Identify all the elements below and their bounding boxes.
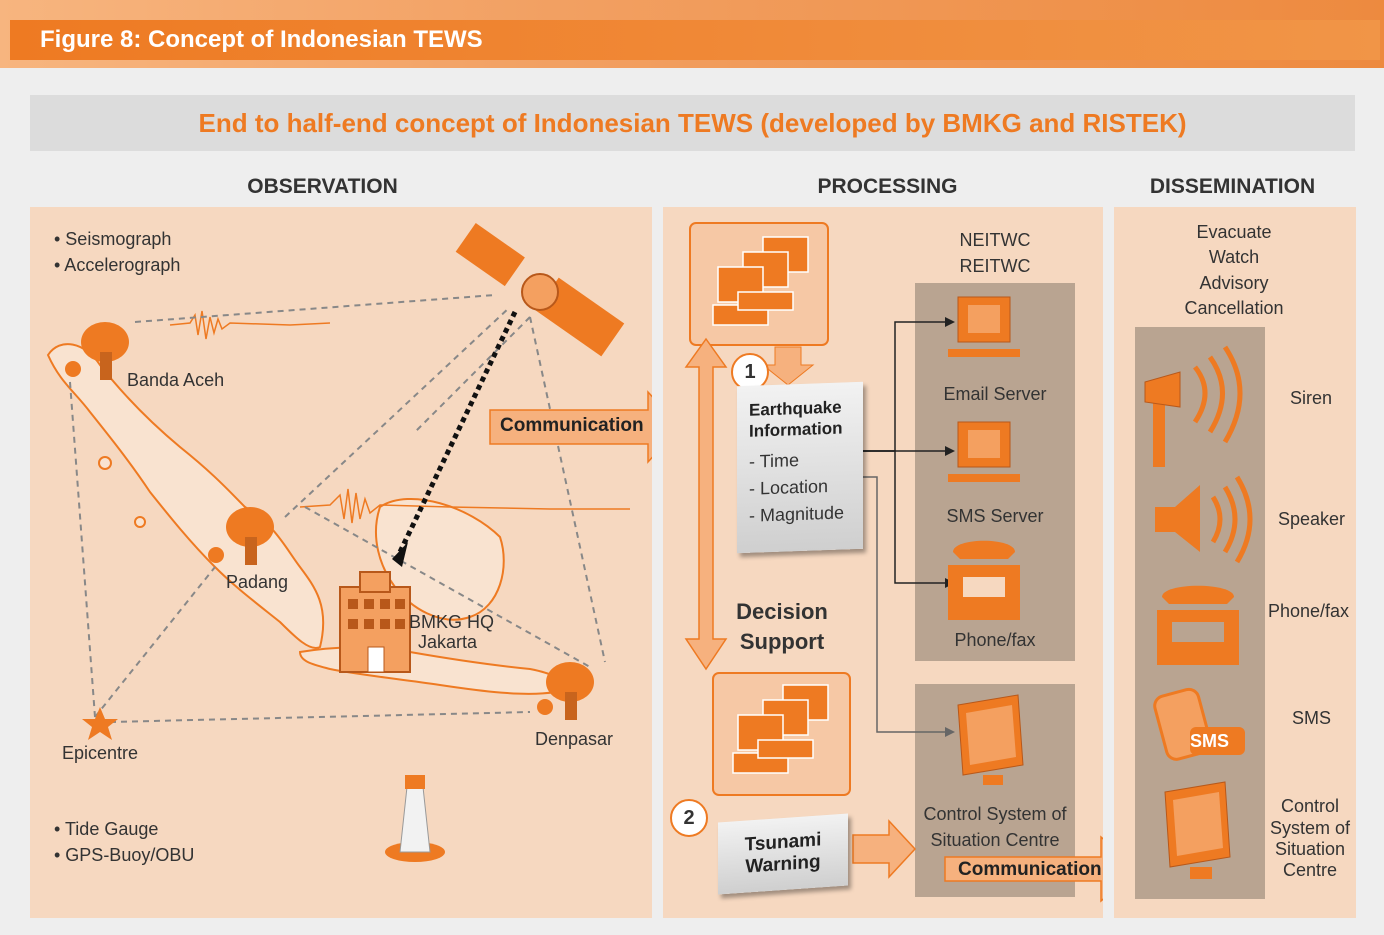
phone-fax-icon — [948, 540, 1020, 620]
epicentre-star-icon — [82, 707, 118, 740]
communication-arrow-observation — [489, 390, 652, 464]
station-jakarta: Jakarta — [418, 632, 478, 652]
seismic-wave-top — [169, 310, 331, 340]
level-watch: Watch — [1208, 247, 1260, 267]
eq-item-location: - Location — [749, 476, 829, 499]
dissemination-icons — [1144, 345, 1253, 879]
sms-phone-icon — [1153, 687, 1245, 761]
earthquake-info-card: Earthquake Information - Time - Location… — [737, 381, 863, 554]
communication-label-observation: Communication — [500, 415, 644, 436]
channel-control-1: Control — [1280, 796, 1340, 816]
control-label-2: Situation Centre — [930, 830, 1060, 850]
level-cancellation: Cancellation — [1184, 298, 1284, 318]
satellite-icon — [455, 223, 625, 357]
eq-item-time: - Time — [749, 450, 800, 472]
station-padang: Padang — [226, 572, 289, 592]
eq-item-magnitude: - Magnitude — [749, 502, 845, 526]
email-server-icon — [948, 296, 1020, 357]
level-advisory: Advisory — [1199, 273, 1269, 293]
station-banda-aceh: Banda Aceh — [127, 370, 225, 390]
sms-server-label: SMS Server — [946, 506, 1044, 526]
channel-control-2: System of — [1269, 818, 1351, 838]
decision-label-2: Support — [739, 629, 825, 654]
email-server-label: Email Server — [943, 384, 1047, 404]
decision-double-arrow — [684, 337, 728, 671]
processing-graphics — [684, 222, 1103, 903]
control-monitor-dissemination-icon — [1164, 781, 1231, 879]
phone-fax-label: Phone/fax — [954, 630, 1036, 650]
channel-speaker: Speaker — [1278, 509, 1346, 529]
centre-reitwc: REITWC — [959, 256, 1031, 276]
siren-icon — [1144, 345, 1243, 467]
satellite-dish-icon-denpasar — [546, 662, 594, 720]
buoy-icon — [385, 775, 445, 862]
diagram-subtitle: End to half-end concept of Indonesian TE… — [30, 95, 1355, 151]
sensor-gps-buoy: • GPS-Buoy/OBU — [54, 845, 195, 865]
observation-panel — [30, 207, 652, 918]
channel-phone-fax: Phone/fax — [1268, 601, 1350, 621]
tsunami-warning-card: Tsunami Warning — [718, 813, 848, 895]
sensor-accelerograph: • Accelerograph — [54, 255, 181, 275]
station-bmkg-hq: BMKG HQ — [409, 612, 495, 632]
control-monitor-icon — [957, 694, 1024, 785]
section-processing: PROCESSING — [817, 175, 958, 198]
control-label-1: Control System of — [923, 804, 1067, 824]
speaker-icon — [1155, 475, 1253, 564]
eq-title-2: Information — [749, 418, 843, 441]
java-island — [298, 646, 560, 695]
channel-sms: SMS — [1292, 708, 1332, 728]
sensor-seismograph: • Seismograph — [54, 229, 172, 249]
section-dissemination: DISSEMINATION — [1149, 175, 1316, 198]
channel-control-3: Situation — [1274, 839, 1346, 859]
seismic-wave-mid — [299, 488, 630, 524]
observation-map — [46, 223, 652, 862]
sms-badge: SMS — [1190, 731, 1230, 751]
bmkg-hq-building-icon — [339, 571, 411, 673]
phone-fax-dissemination-icon — [1157, 585, 1239, 665]
station-denpasar: Denpasar — [535, 729, 614, 749]
decision-label-1: Decision — [736, 599, 828, 624]
step-2-badge: 2 — [670, 799, 708, 837]
level-evacuate: Evacuate — [1196, 222, 1272, 242]
label-epicentre: Epicentre — [62, 743, 139, 763]
sumatra-island — [46, 343, 325, 649]
communication-arrow-processing — [944, 835, 1103, 903]
channel-siren: Siren — [1290, 388, 1333, 408]
channel-control-4: Centre — [1282, 860, 1338, 880]
centre-neitwc: NEITWC — [959, 230, 1031, 250]
figure-title: Figure 8: Concept of Indonesian TEWS — [10, 20, 1380, 60]
sms-server-icon — [948, 421, 1020, 482]
communication-label-processing: Communication — [958, 859, 1102, 880]
section-observation: OBSERVATION — [247, 175, 398, 198]
satellite-dish-icon-padang — [226, 507, 274, 565]
satellite-dish-icon-banda — [81, 322, 129, 380]
sensor-tide-gauge: • Tide Gauge — [54, 819, 159, 839]
